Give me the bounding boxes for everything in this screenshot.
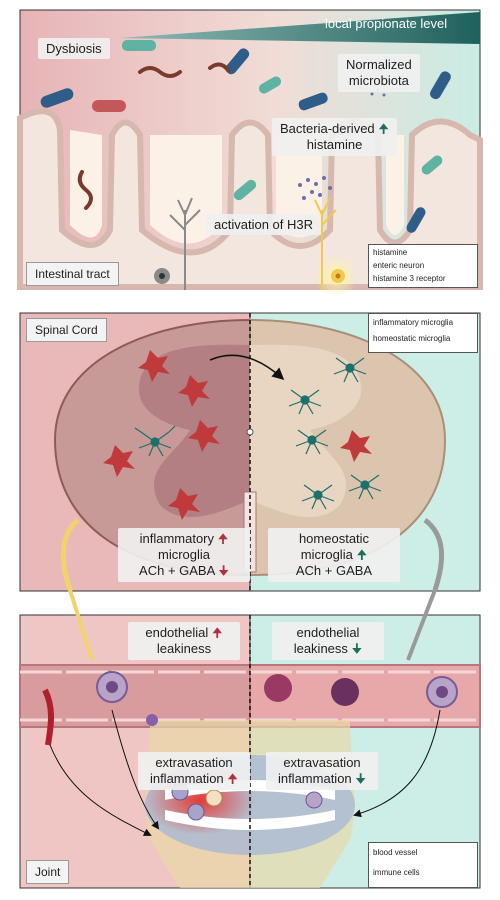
normalized-microbiota-label: Normalized microbiota	[338, 54, 420, 92]
propionate-gradient-wedge	[120, 12, 480, 44]
bacteria-icon	[40, 40, 451, 233]
panel1-legend: histamine enteric neuron histamine 3 rec…	[368, 244, 478, 288]
up-arrow-icon: 🠉	[227, 771, 239, 786]
dysbiosis-label: Dysbiosis	[38, 38, 110, 59]
histamine-line-1: Bacteria-derived 🠉	[280, 121, 390, 136]
propionate-label: local propionate level	[325, 16, 448, 31]
legend-inflammatory-microglia: inflammatory microglia	[373, 318, 454, 327]
leak-left-line-1: endothelial 🠉	[145, 625, 223, 640]
homeostatic-microglia-box: homeostatic microglia 🠉 ACh + GABA	[268, 528, 400, 582]
joint-tag: Joint	[26, 860, 70, 884]
panel-spinal-cord	[19, 312, 481, 592]
legend-histamine: histamine	[373, 248, 408, 257]
right-box-line-2: microglia 🠉	[300, 547, 368, 562]
legend-enteric-neuron: enteric neuron	[373, 261, 425, 270]
bacteria-histamine-label: Bacteria-derived 🠉 histamine	[272, 118, 398, 156]
normalized-line-2: microbiota	[348, 73, 409, 88]
leak-right-line-2: leakiness 🠋	[293, 641, 363, 656]
up-arrow-icon: 🠉	[211, 625, 223, 640]
normalized-line-1: Normalized	[346, 57, 412, 72]
microglia-icon	[103, 350, 372, 520]
extravasation-right-box: extravasation inflammation 🠋	[266, 752, 378, 790]
up-arrow-icon: 🠉	[217, 531, 229, 546]
leakiness-left-box: endothelial 🠉 leakiness	[128, 622, 240, 660]
up-arrow-icon: 🠉	[378, 121, 390, 136]
extra-right-line-2: inflammation 🠋	[277, 771, 367, 786]
extra-right-line-1: extravasation	[283, 755, 361, 770]
left-box-line-3: ACh + GABA 🠋	[139, 563, 229, 578]
legend-homeostatic-microglia: homeostatic microglia	[373, 334, 451, 343]
extra-left-line-1: extravasation	[155, 755, 233, 770]
panel3-legend: blood vessel immune cells	[368, 842, 478, 888]
immune-cell-icon	[96, 671, 458, 821]
blood-vessel	[19, 664, 481, 728]
legend-immune-cells: immune cells	[373, 868, 420, 877]
histamine-line-2: histamine	[306, 137, 363, 152]
intestinal-tract-tag: Intestinal tract	[26, 262, 119, 286]
enteric-neuron-grey	[169, 197, 201, 290]
panel2-legend: inflammatory microglia homeostatic micro…	[368, 313, 478, 353]
leak-right-line-1: endothelial	[296, 625, 360, 640]
homeostatic-microglia-icon	[134, 357, 382, 510]
up-arrow-icon: 🠉	[356, 547, 368, 562]
spinal-cord-tag: Spinal Cord	[26, 318, 107, 342]
left-box-line-1: inflammatory 🠉	[139, 531, 229, 546]
leak-left-line-2: leakiness	[156, 641, 212, 656]
down-arrow-icon: 🠋	[351, 641, 363, 656]
extravasation-left-box: extravasation inflammation 🠉	[138, 752, 250, 790]
down-arrow-icon: 🠋	[355, 771, 367, 786]
down-arrow-icon: 🠋	[218, 563, 229, 578]
legend-blood-vessel: blood vessel	[373, 848, 418, 857]
right-box-line-3: ACh + GABA	[295, 563, 373, 578]
inflammatory-microglia-box: inflammatory 🠉 microglia ACh + GABA 🠋	[118, 528, 250, 582]
extra-left-line-2: inflammation 🠉	[149, 771, 239, 786]
legend-h3-receptor: histamine 3 receptor	[373, 274, 446, 283]
left-box-line-2: microglia	[157, 547, 210, 562]
h3r-activation-label: activation of H3R	[206, 214, 321, 235]
right-box-line-1: homeostatic	[298, 531, 370, 546]
leakiness-right-box: endothelial leakiness 🠋	[272, 622, 384, 660]
